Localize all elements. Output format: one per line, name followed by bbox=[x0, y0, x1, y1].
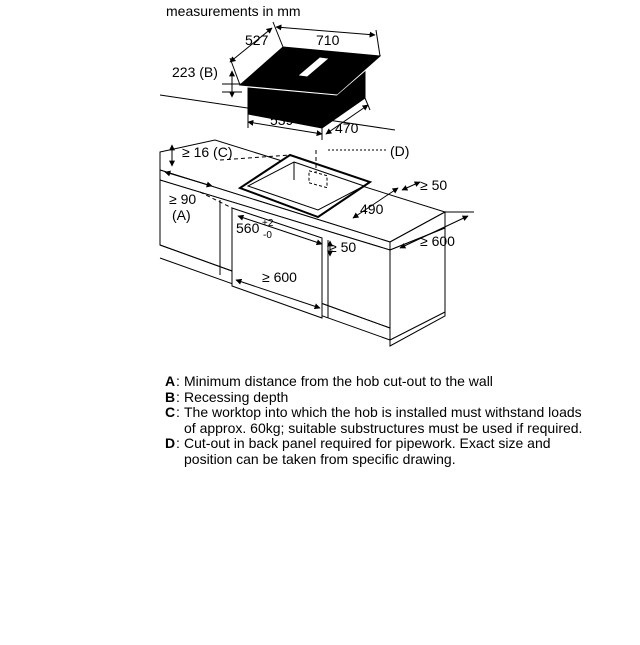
legend-text: Recessing depth bbox=[184, 388, 289, 405]
dim-line-490 bbox=[352, 187, 399, 219]
label-front50: ≥ 50 bbox=[420, 177, 447, 193]
legend-text: Cut-out in back panel required for pipew… bbox=[184, 435, 551, 467]
label-560-tol-minus: -0 bbox=[263, 230, 272, 241]
dim-line-710 bbox=[275, 24, 376, 38]
dim-line-90 bbox=[164, 170, 213, 188]
legend-key: D bbox=[165, 435, 176, 451]
label-223: 223 (B) bbox=[172, 64, 218, 80]
label-490: 490 bbox=[360, 201, 384, 217]
legend-key: B bbox=[165, 388, 176, 405]
legend-text: Minimum distance from the hob cut-out to… bbox=[184, 373, 493, 389]
legend-key: A bbox=[165, 373, 176, 389]
dim-line-560 bbox=[237, 214, 323, 246]
label-side50: ≥ 50 bbox=[329, 239, 356, 255]
dim-line-527 bbox=[229, 27, 273, 63]
legend-item-a: A: Minimum distance from the hob cut-out… bbox=[165, 373, 585, 390]
legend-item-c: C: The worktop into which the hob is ins… bbox=[165, 404, 585, 436]
worktop-cabinet bbox=[159, 94, 447, 347]
label-inner600: ≥ 600 bbox=[262, 269, 297, 285]
dim-line-cabinet600 bbox=[399, 215, 469, 249]
label-90: ≥ 90 bbox=[169, 191, 196, 207]
label-560: 560 bbox=[236, 220, 260, 236]
label-16: ≥ 16 (C) bbox=[182, 144, 233, 160]
label-D: (D) bbox=[390, 143, 409, 159]
dim-line-front50 bbox=[401, 181, 421, 191]
legend-key: C bbox=[165, 404, 176, 420]
label-710: 710 bbox=[316, 32, 340, 48]
dim-line-inner600 bbox=[235, 278, 321, 310]
dim-line-539 bbox=[247, 119, 323, 137]
label-A: (A) bbox=[172, 207, 191, 223]
legend-text: The worktop into which the hob is instal… bbox=[184, 404, 583, 436]
label-539: 539 bbox=[270, 112, 294, 128]
hob-vent bbox=[298, 57, 329, 77]
legend: A: Minimum distance from the hob cut-out… bbox=[165, 373, 585, 467]
label-527: 527 bbox=[245, 32, 269, 48]
diagram-title: measurements in mm bbox=[166, 3, 301, 19]
dim-line-470 bbox=[325, 104, 369, 135]
legend-item-b: B: Recessing depth bbox=[165, 388, 585, 406]
label-cabinet600: ≥ 600 bbox=[420, 233, 455, 249]
legend-item-d: D: Cut-out in back panel required for pi… bbox=[165, 435, 585, 467]
label-560-tol-plus: +2 bbox=[262, 218, 274, 229]
